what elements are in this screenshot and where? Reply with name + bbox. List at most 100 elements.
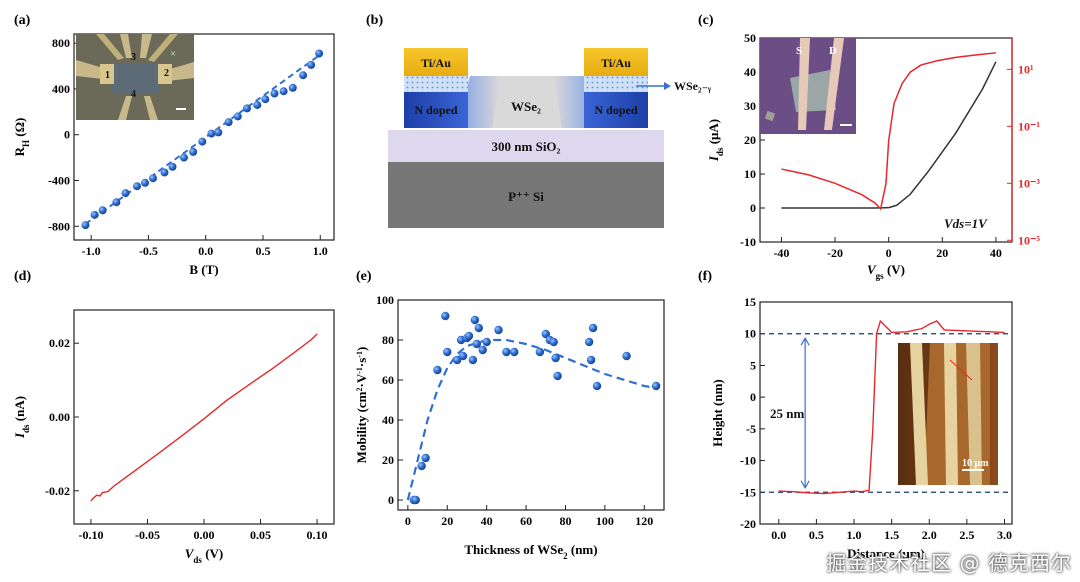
data-point-a [214,128,223,137]
inset-c-label-s: S [796,45,802,57]
ytick-label-f: 0 [750,390,756,404]
ytick-label-e: 100 [376,293,394,307]
data-point-e [502,347,511,357]
channel-label: WSe₂ [511,99,541,114]
data-point-e [468,355,478,365]
data-point-a [207,129,216,138]
xaxis-label-c: Vgs (V) [867,262,905,281]
data-point-e [586,355,596,365]
xtick-label-a: -1.0 [82,244,101,258]
xtick-label-d: -0.05 [135,528,160,542]
y2tick-label-c: 10⁻¹ [1018,119,1040,133]
xtick-label-e: 20 [441,514,453,528]
xtick-label-c: 40 [990,246,1002,260]
fit-line-e [406,338,657,501]
tiau-right-label: Ti/Au [601,56,631,70]
data-point-a [90,210,99,219]
xtick-label-f: 1.0 [847,528,862,542]
inset-c-device-image: S D [760,38,856,134]
xtick-label-c: 20 [936,246,948,260]
device-schematic-b: P⁺⁺ Si 300 nm SiO₂ WSe₂ N doped Ti/Au N … [388,48,712,228]
ytick-label-e: 20 [382,453,394,467]
data-point-a [189,147,198,156]
data-point-a [315,49,324,58]
ytick-label-f: -20 [740,517,756,531]
panel-label-c: (c) [698,13,714,28]
data-point-e [494,325,503,335]
data-point-a [299,71,308,80]
data-point-a [149,174,158,183]
data-point-a [132,182,141,191]
data-point-a [261,95,270,104]
y2tick-label-c: 10⁻⁵ [1018,233,1040,247]
oxide-label: 300 nm SiO₂ [492,139,561,154]
panel-label-f: (f) [698,269,712,284]
ytick-label-c: 20 [744,133,756,147]
ytick-label-f: 5 [750,358,756,372]
inset-a-label-1: 1 [105,70,110,81]
step-arrowhead-bottom-f [800,480,810,490]
xtick-label-d: 0.05 [250,528,271,542]
xtick-label-f: 1.5 [884,528,899,542]
y2tick-label-c: 10⁻³ [1018,176,1040,190]
xtick-label-c: 0 [886,246,892,260]
data-point-e [584,337,594,347]
ytick-label-a: -800 [48,219,70,233]
ndoped-left-label: N doped [414,103,457,117]
data-point-a [224,118,233,127]
data-point-e [474,323,483,333]
data-point-a [288,83,297,92]
ytick-label-c: 30 [744,99,756,113]
series-line-log-c [781,52,996,211]
data-point-a [270,89,279,98]
data-point-a [81,221,90,230]
data-point-e [592,381,602,391]
plot-frame-a [73,33,335,241]
data-point-a [160,168,169,177]
ytick-label-f: 15 [744,295,756,309]
annotation-vds: Vds=1V [944,216,988,231]
inset-a-device-image: 1 2 3 4 × [76,34,194,120]
data-point-e [464,331,474,341]
series-line-d [90,333,318,502]
series-line-f [778,319,1005,495]
ytick-label-e: 60 [382,373,394,387]
data-point-e [421,453,430,463]
data-point-a [253,100,262,109]
data-point-e [441,311,450,321]
data-point-a [121,189,130,198]
yaxis-label-d: Ids (nA) [12,396,31,439]
ndoped-right-label: N doped [594,103,637,117]
xtick-label-c: -20 [827,246,843,260]
substrate-layer [388,162,664,228]
xtick-label-d: 0.00 [194,528,215,542]
data-point-a [98,206,107,215]
ytick-label-a: -400 [48,173,70,187]
watermark: 掘金技术社区 @ 德克西尔 [826,551,1072,575]
yaxis-label-a: RH (Ω) [12,118,31,157]
xtick-label-d: 0.10 [307,528,328,542]
data-point-a [198,137,207,146]
data-point-e [433,365,442,375]
xtick-label-f: 0.5 [809,528,824,542]
data-point-e [549,337,558,347]
data-point-e [478,345,487,355]
ytick-label-a: 0 [64,128,70,142]
data-point-e [553,371,562,381]
ytick-label-f: -10 [740,454,756,468]
xtick-label-a: 1.0 [313,244,328,258]
data-point-e [541,329,550,339]
data-point-e [417,461,426,471]
ytick-label-c: 10 [744,167,756,181]
data-point-a [242,104,251,113]
y2tick-label-c: 10¹ [1018,62,1034,76]
ytick-label-f: 10 [744,327,756,341]
xtick-label-e: 40 [481,514,493,528]
xtick-label-f: 2.0 [922,528,937,542]
xtick-label-c: -40 [773,246,789,260]
substrate-label: P⁺⁺ Si [508,189,544,204]
